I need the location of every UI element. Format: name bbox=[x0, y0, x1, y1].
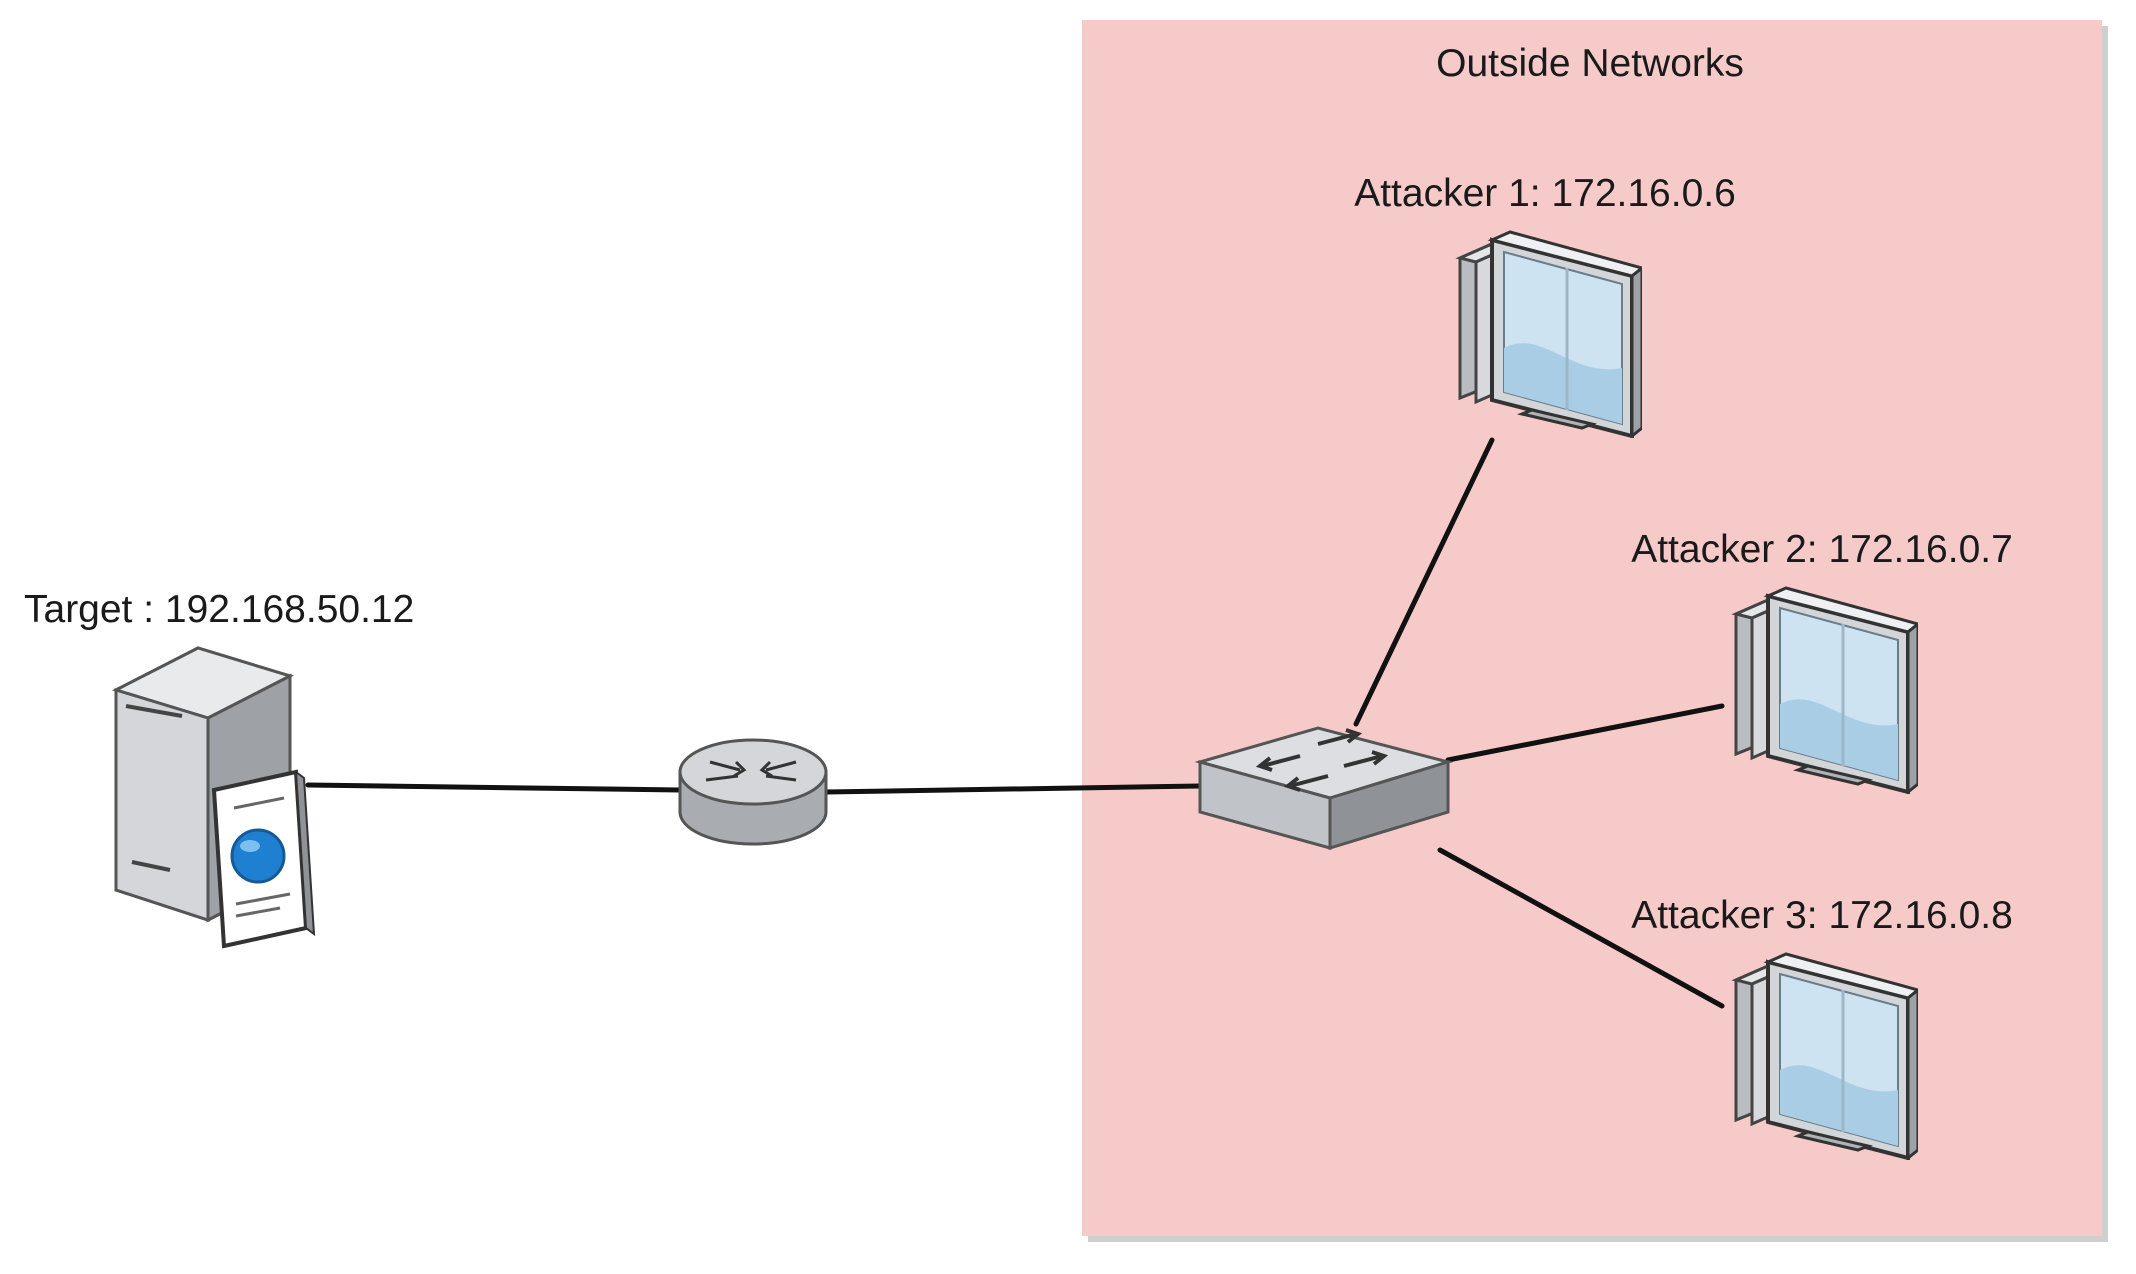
router-node[interactable] bbox=[678, 738, 828, 846]
attacker-2-label: Attacker 2: 172.16.0.7 bbox=[1631, 528, 2013, 571]
link-target-router bbox=[305, 782, 683, 793]
link-router-switch bbox=[823, 783, 1203, 795]
link-switch-attacker1 bbox=[1353, 437, 1495, 727]
attacker-1-node[interactable]: Attacker 1: 172.16.0.6 bbox=[1354, 172, 1736, 438]
attacker-3-node[interactable]: Attacker 3: 172.16.0.8 bbox=[1631, 894, 2013, 1160]
web-server-icon bbox=[112, 646, 316, 949]
links bbox=[305, 437, 1725, 1009]
attacker-3-label: Attacker 3: 172.16.0.8 bbox=[1631, 894, 2013, 937]
link-switch-attacker3 bbox=[1437, 847, 1725, 1009]
link-switch-attacker2 bbox=[1445, 703, 1725, 763]
switch-icon bbox=[1194, 726, 1454, 851]
router-icon bbox=[678, 738, 828, 846]
attacker-2-node[interactable]: Attacker 2: 172.16.0.7 bbox=[1631, 528, 2013, 794]
zone-box bbox=[1082, 20, 2102, 1236]
target-node[interactable]: Target : 192.168.50.12 bbox=[24, 588, 414, 949]
attacker-1-label: Attacker 1: 172.16.0.6 bbox=[1354, 172, 1736, 215]
target-label: Target : 192.168.50.12 bbox=[24, 588, 414, 631]
zone-title: Outside Networks bbox=[1436, 42, 1744, 85]
outside-networks-zone: Outside Networks bbox=[1082, 20, 2108, 1242]
switch-node[interactable] bbox=[1194, 726, 1454, 851]
